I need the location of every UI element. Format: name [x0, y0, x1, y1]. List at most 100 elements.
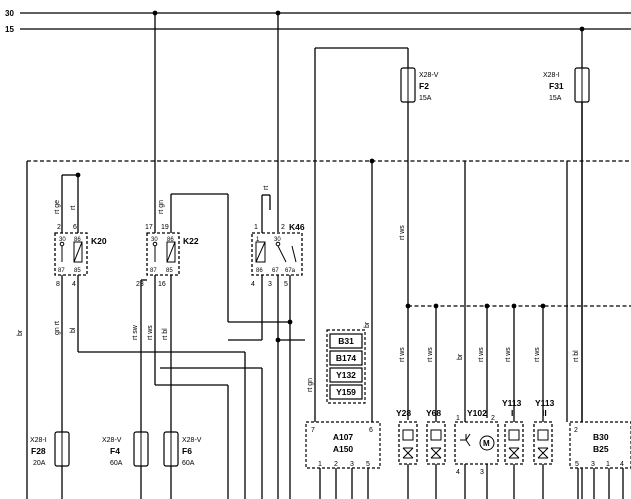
rail-15: 15	[5, 25, 631, 34]
k22-wire-rtbl-label: rt bl	[162, 328, 169, 340]
y102-name: Y102	[467, 408, 487, 418]
junction-dot	[275, 10, 281, 16]
fuse-f28: X28-I F28 20A	[30, 431, 70, 467]
wire-rtws-label-3: rt ws	[399, 347, 406, 362]
k20-wire-rt-label: rt	[70, 206, 77, 210]
k22-pin-17: 17	[145, 224, 153, 231]
valve-y113-ii: Y113 II	[533, 398, 555, 465]
k20-term-30: 30	[59, 237, 66, 243]
relay-k20: 2 6 30 86 87 85 8 4 K20	[54, 172, 107, 288]
valve-y113-i: Y113 I	[502, 398, 524, 465]
b30-pin-1: 1	[606, 461, 610, 468]
y113-ii-sub: II	[542, 408, 547, 418]
k20-wire-gnrt-label: gn rt	[54, 321, 61, 335]
fuse-f4-rating: 60A	[110, 460, 123, 467]
y102-pin-4: 4	[456, 469, 460, 476]
k20-wire-rtge-label: rt ge	[54, 200, 61, 214]
rail-15-label: 15	[5, 25, 14, 34]
module-stack-0: B31	[338, 336, 354, 346]
k22-wire-rtws-label: rt ws	[147, 325, 154, 340]
k46-name: K46	[289, 222, 305, 232]
a107-pin-1: 1	[318, 461, 322, 468]
b30-name: B30	[593, 432, 609, 442]
relay-k22: 17 19 30 86 87 85 23 16 K22	[136, 193, 229, 322]
a107-pin-5: 5	[366, 461, 370, 468]
k46-pin-5: 5	[284, 281, 288, 288]
k46-term-1: 1	[256, 237, 260, 243]
k22-pin-16: 16	[158, 281, 166, 288]
component-y102: Y102 1 2 M 4 3	[454, 408, 499, 476]
a107-pin-7: 7	[311, 427, 315, 434]
k22-pin-19: 19	[161, 224, 169, 231]
k20-wire-bl-label: bl	[70, 327, 77, 333]
k22-term-87: 87	[150, 268, 157, 274]
b30-pin-5: 5	[575, 461, 579, 468]
k22-name: K22	[183, 236, 199, 246]
fuse-f31-name: F31	[549, 81, 564, 91]
fuse-f6-rating: 60A	[182, 460, 195, 467]
b30-pin-4: 4	[620, 461, 624, 468]
junction-dot	[275, 337, 281, 343]
k22-wire-rtgn-label: rt gn	[158, 200, 165, 214]
y102-pin-1: 1	[456, 415, 460, 422]
y102-pin-2: 2	[491, 415, 495, 422]
k20-pin-4: 4	[72, 281, 76, 288]
k20-pin-6: 6	[73, 224, 77, 231]
junction-dot	[152, 10, 158, 16]
wire-rtws-label-5: rt ws	[478, 347, 485, 362]
a150-name: A150	[333, 444, 354, 454]
k46-term-30: 30	[274, 237, 281, 243]
k20-pin-8: 8	[56, 281, 60, 288]
y113-i-name: Y113	[502, 398, 522, 408]
k22-term-85: 85	[166, 268, 173, 274]
module-stack-2: Y132	[336, 370, 356, 380]
y28-name: Y28	[396, 408, 411, 418]
a107-name: A107	[333, 432, 354, 442]
b30-pin-2: 2	[574, 427, 578, 434]
a107-pin-3: 3	[350, 461, 354, 468]
fuse-f31-rating: 15A	[549, 95, 562, 102]
wire-rtws-label-2: rt ws	[399, 225, 406, 240]
module-stack-1: B174	[336, 353, 357, 363]
y102-pin-3: 3	[480, 469, 484, 476]
fuse-f28-name: F28	[31, 446, 46, 456]
y113-ii-name: Y113	[535, 398, 555, 408]
fuse-f28-conn: X28-I	[30, 437, 47, 444]
k46-term-86: 86	[256, 268, 263, 274]
wire-rtws-label-6: rt ws	[505, 347, 512, 362]
rail-30-label: 30	[5, 9, 14, 18]
k22-wire-rtsw-label: rt sw	[132, 324, 139, 340]
k22-term-30: 30	[151, 237, 158, 243]
relay-k46: 1 2 1 30 86 67 67a 4 3 5 K46	[251, 194, 305, 288]
fuse-f4-name: F4	[110, 446, 120, 456]
k22-pin-23: 23	[136, 281, 144, 288]
fuse-f31: X28-I F31 15A	[543, 67, 590, 103]
wire-rtws-label-7: rt ws	[534, 347, 541, 362]
a107-pin-6: 6	[369, 427, 373, 434]
valve-y28: Y28	[396, 408, 418, 465]
fuse-f2-rating: 15A	[419, 95, 432, 102]
wire-rtws-label-4: rt ws	[427, 347, 434, 362]
rail-30: 30	[5, 9, 631, 18]
k46-pin-3: 3	[268, 281, 272, 288]
k22-term-86: 86	[167, 237, 174, 243]
k20-term-86: 86	[74, 237, 81, 243]
fuse-f6-name: F6	[182, 446, 192, 456]
y68-name: Y68	[426, 408, 441, 418]
wire-br-label: br	[17, 329, 24, 336]
b25-name: B25	[593, 444, 609, 454]
k20-term-85: 85	[74, 268, 81, 274]
motor-icon: M	[483, 439, 490, 448]
fuse-f2: X28-V F2 15A	[400, 67, 439, 103]
k46-wire-rt-label: rt	[263, 186, 270, 190]
k20-term-87: 87	[58, 268, 65, 274]
a107-pin-2: 2	[334, 461, 338, 468]
valve-y68: Y68	[426, 408, 446, 465]
k46-term-67a: 67a	[285, 268, 296, 274]
fuse-f4: X28-V F4 60A	[102, 431, 149, 467]
fuse-f31-conn: X28-I	[543, 72, 560, 79]
wire-br-label-3: br	[457, 353, 464, 360]
wire-rtgn-label: rt gn	[307, 378, 314, 392]
module-stack: B31 B174 Y132 Y159	[326, 329, 366, 404]
